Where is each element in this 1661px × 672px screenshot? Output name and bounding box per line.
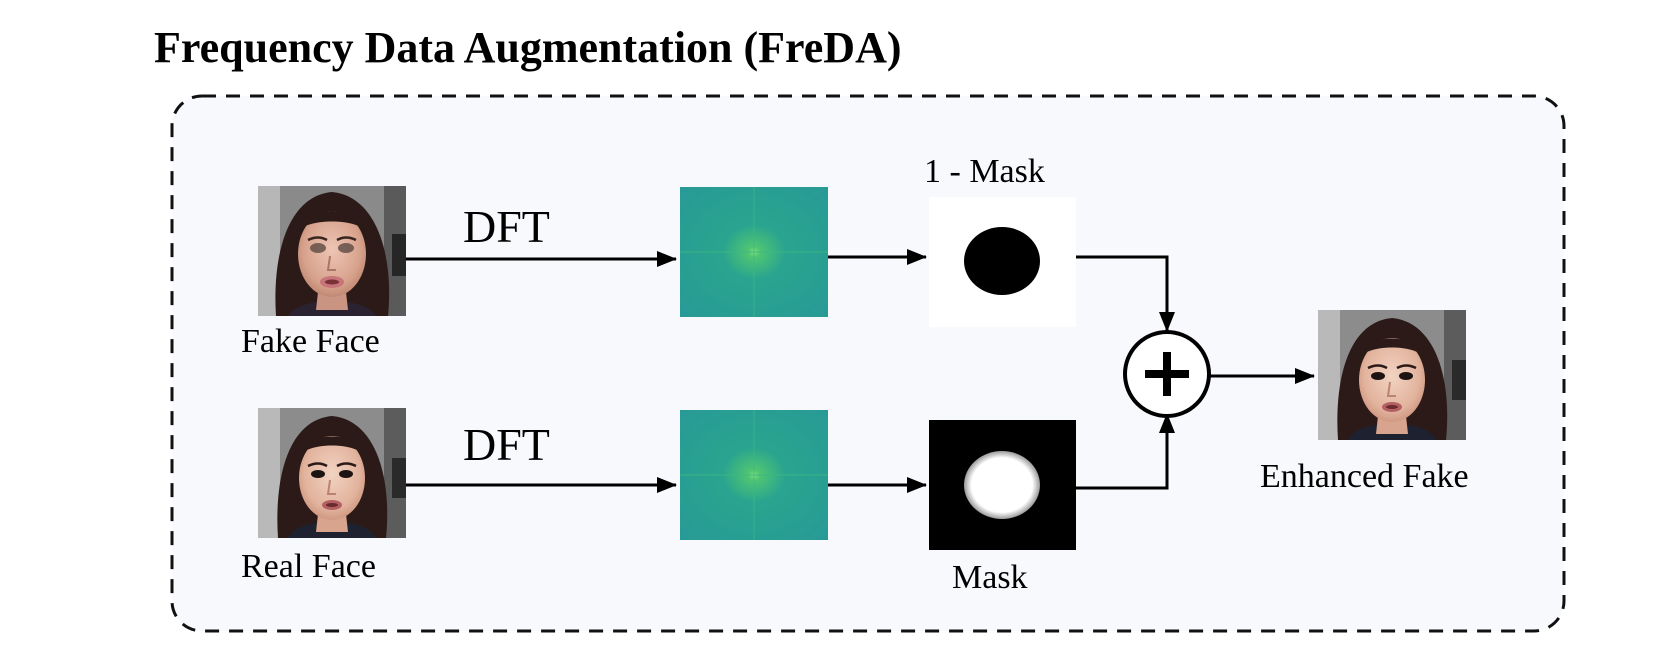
fake-face-image [258,186,406,316]
real-face-label: Real Face [241,548,376,585]
inverse-mask-image [929,197,1076,327]
inverse-mask-to-plus-arrow [1076,255,1175,332]
mask-to-plus-arrow [1076,413,1175,490]
real-face-spectrum [680,410,828,540]
enhanced-fake-label: Enhanced Fake [1260,458,1469,495]
real-face-image [258,408,406,538]
fake-face-spectrum [680,187,828,317]
mask-image [929,420,1076,550]
mask-label: Mask [952,559,1028,596]
inverse-mask-label: 1 - Mask [924,153,1045,190]
freda-panel [170,94,1566,633]
enhanced-fake-image [1318,310,1466,440]
fake-face-label: Fake Face [241,323,380,360]
circled-plus-icon [1123,330,1211,418]
dft-label-bottom: DFT [463,419,550,470]
diagram-title: Frequency Data Augmentation (FreDA) [154,23,902,72]
dft-label-top: DFT [463,201,550,252]
